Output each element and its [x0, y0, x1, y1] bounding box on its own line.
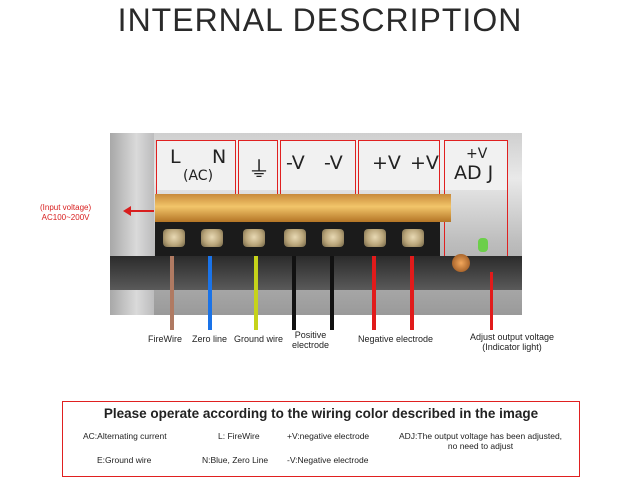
- screw-ground-icon: [243, 229, 265, 247]
- label-positive-electrode: Positive electrode: [292, 330, 329, 350]
- wire-red-1: [372, 256, 376, 330]
- note-e: E:Ground wire: [97, 455, 152, 465]
- label-ground-wire: Ground wire: [234, 334, 284, 344]
- note-ac: AC:Alternating current: [83, 431, 167, 441]
- wire-black-2: [330, 256, 334, 330]
- terminal-label-strip: [156, 140, 508, 190]
- note-plus-v: +V:negative electrode: [287, 431, 370, 441]
- adjust-potentiometer-icon: [452, 254, 470, 272]
- note-n: N:Blue, Zero Line: [202, 455, 269, 465]
- input-voltage-note: (Input voltage) AC100~200V: [40, 203, 91, 223]
- screw-neg2-icon: [322, 229, 344, 247]
- note-minus-v: -V:Negative electrode: [287, 455, 369, 465]
- wire-red-2: [410, 256, 414, 330]
- adj-top-label: +V: [466, 146, 488, 162]
- label-zero-line: Zero line: [192, 334, 228, 344]
- terminal-ac-label: (AC): [183, 168, 214, 184]
- wire-yellow-green: [254, 256, 258, 330]
- label-firewire: FireWire: [148, 334, 182, 344]
- notes-title: Please operate according to the wiring c…: [103, 406, 539, 421]
- screw-pos1-icon: [364, 229, 386, 247]
- note-adj-line2: no need to adjust: [447, 441, 514, 451]
- wire-brown: [170, 256, 174, 330]
- label-adjust-line1: Adjust output voltage: [470, 332, 555, 342]
- label-positive-line1: Positive: [294, 330, 327, 340]
- terminal-N-label: N: [212, 146, 227, 168]
- note-adj: ADJ:The output voltage has been adjusted…: [399, 431, 562, 451]
- wire-adjust-pointer: [490, 272, 493, 330]
- input-arrow-icon: [123, 206, 131, 216]
- copper-bar: [155, 194, 451, 222]
- input-voltage-value: AC100~200V: [41, 213, 90, 222]
- terminal-L-label: L: [170, 146, 181, 168]
- terminal-neg1-label: -V: [286, 152, 305, 174]
- note-l: L: FireWire: [218, 431, 260, 441]
- label-negative-electrode: Negative electrode: [358, 334, 434, 344]
- terminal-neg2-label: -V: [324, 152, 343, 174]
- wire-black-1: [292, 256, 296, 330]
- indicator-led-icon: [478, 238, 488, 252]
- input-voltage-label: (Input voltage): [40, 203, 92, 212]
- terminal-pos1-label: +V: [372, 152, 401, 174]
- screw-pos2-icon: [402, 229, 424, 247]
- ground-symbol-icon: ⏚: [248, 158, 271, 183]
- screw-L-icon: [163, 229, 185, 247]
- adj-main-label: AD J: [454, 162, 494, 184]
- screw-neg1-icon: [284, 229, 306, 247]
- label-adjust-output: Adjust output voltage (Indicator light): [470, 332, 554, 352]
- label-adjust-line2: (Indicator light): [482, 342, 542, 352]
- wiring-notes-box: Please operate according to the wiring c…: [62, 401, 580, 477]
- wire-blue: [208, 256, 212, 330]
- note-adj-line1: ADJ:The output voltage has been adjusted…: [399, 431, 563, 441]
- screw-N-icon: [201, 229, 223, 247]
- input-arrow-line: [128, 210, 154, 212]
- page-title: INTERNAL DESCRIPTION: [117, 2, 523, 38]
- label-positive-line2: electrode: [292, 340, 330, 350]
- terminal-pos2-label: +V: [410, 152, 439, 174]
